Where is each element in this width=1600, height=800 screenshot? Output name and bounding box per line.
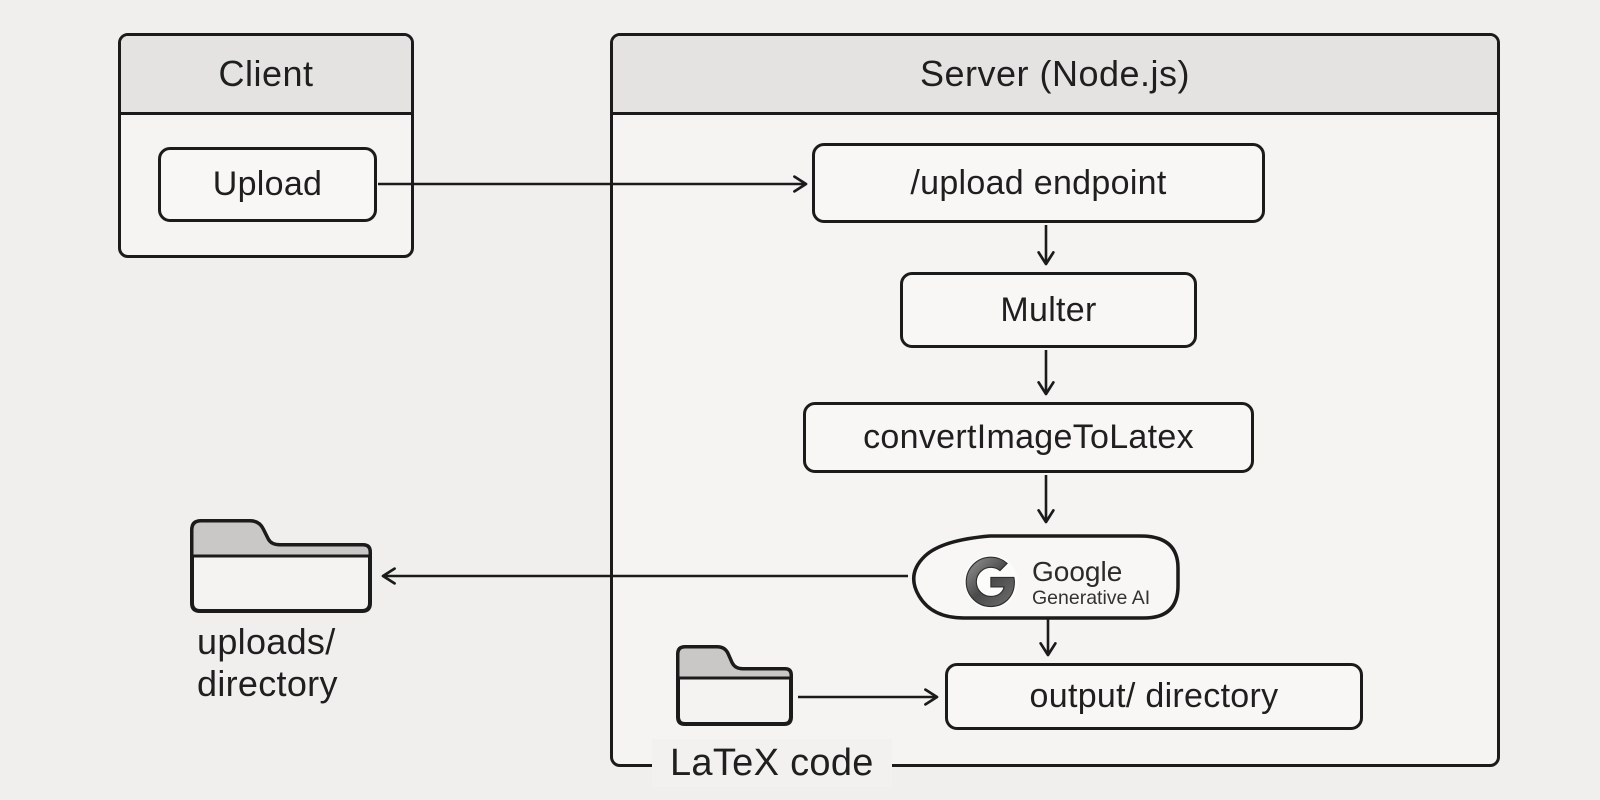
google-g-logo-icon — [964, 555, 1018, 609]
latex-folder-icon — [676, 645, 793, 726]
uploads-directory-label: uploads/ directory — [197, 621, 338, 705]
convert-image-to-latex-node: convertImageToLatex — [803, 402, 1254, 473]
upload-endpoint-node: /upload endpoint — [812, 143, 1265, 223]
upload-node: Upload — [158, 147, 377, 222]
client-panel-title: Client — [121, 36, 411, 115]
google-generative-ai-cloud: Google Generative AI — [912, 534, 1180, 620]
latex-code-label: LaTeX code — [652, 739, 892, 787]
uploads-label-line1: uploads/ — [197, 621, 336, 662]
multer-node: Multer — [900, 272, 1197, 348]
server-panel-title: Server (Node.js) — [613, 36, 1497, 115]
output-directory-node: output/ directory — [945, 663, 1363, 730]
uploads-label-line2: directory — [197, 663, 338, 704]
client-panel: Client — [118, 33, 414, 258]
google-brand-label: Google — [1032, 556, 1122, 587]
google-sub-label: Generative AI — [1032, 587, 1150, 609]
uploads-folder-icon — [190, 519, 372, 613]
